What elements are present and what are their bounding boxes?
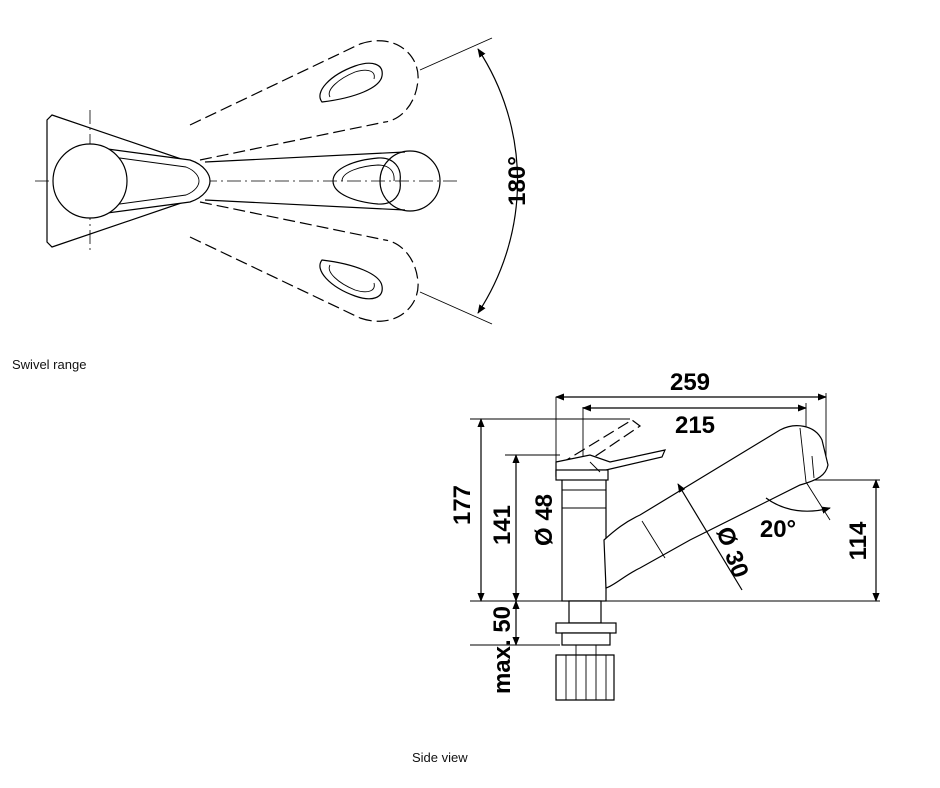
extension-line-upper bbox=[419, 37, 493, 71]
pull-out-spout bbox=[603, 425, 829, 589]
spout-position-center bbox=[204, 150, 441, 212]
shank bbox=[568, 600, 602, 624]
side-view: 259 215 177 141 max. 50 Ø 48 114 bbox=[449, 369, 880, 701]
mixer-cylinder bbox=[561, 477, 607, 602]
spray-head-center bbox=[332, 157, 401, 205]
extension-line-lower bbox=[419, 291, 493, 325]
swivel-angle-label: 180° bbox=[504, 156, 531, 206]
spray-head-lower bbox=[319, 259, 383, 300]
mounting-plate bbox=[555, 622, 617, 634]
spout-diameter-leader bbox=[677, 483, 743, 591]
spray-angle-label: 20° bbox=[760, 516, 796, 543]
total-length-label: 259 bbox=[670, 369, 710, 396]
body-diameter-label: Ø 48 bbox=[531, 494, 558, 546]
swivel-range-caption: Swivel range bbox=[12, 357, 87, 372]
spout-length-label: 215 bbox=[675, 412, 715, 439]
mixer-body-top bbox=[52, 143, 211, 219]
deck-thickness-label: max. 50 bbox=[489, 606, 516, 694]
spout-position-lower bbox=[189, 201, 419, 322]
faucet-side-body: Ø 30 20° bbox=[555, 419, 831, 701]
outlet-height-label: 114 bbox=[845, 521, 872, 560]
spray-angle-arc bbox=[765, 497, 831, 514]
mixer-body-circle bbox=[52, 143, 128, 219]
spout-position-upper bbox=[189, 40, 419, 161]
spray-head-upper bbox=[319, 62, 383, 103]
spout-diameter-label: Ø 30 bbox=[710, 523, 753, 581]
swivel-range-view: 180° bbox=[35, 37, 531, 325]
swivel-angle-arc bbox=[477, 48, 519, 314]
side-view-caption: Side view bbox=[412, 750, 468, 765]
fixing-nut bbox=[555, 654, 615, 701]
lever-height-label: 141 bbox=[489, 505, 516, 545]
total-height-label: 177 bbox=[449, 485, 476, 525]
